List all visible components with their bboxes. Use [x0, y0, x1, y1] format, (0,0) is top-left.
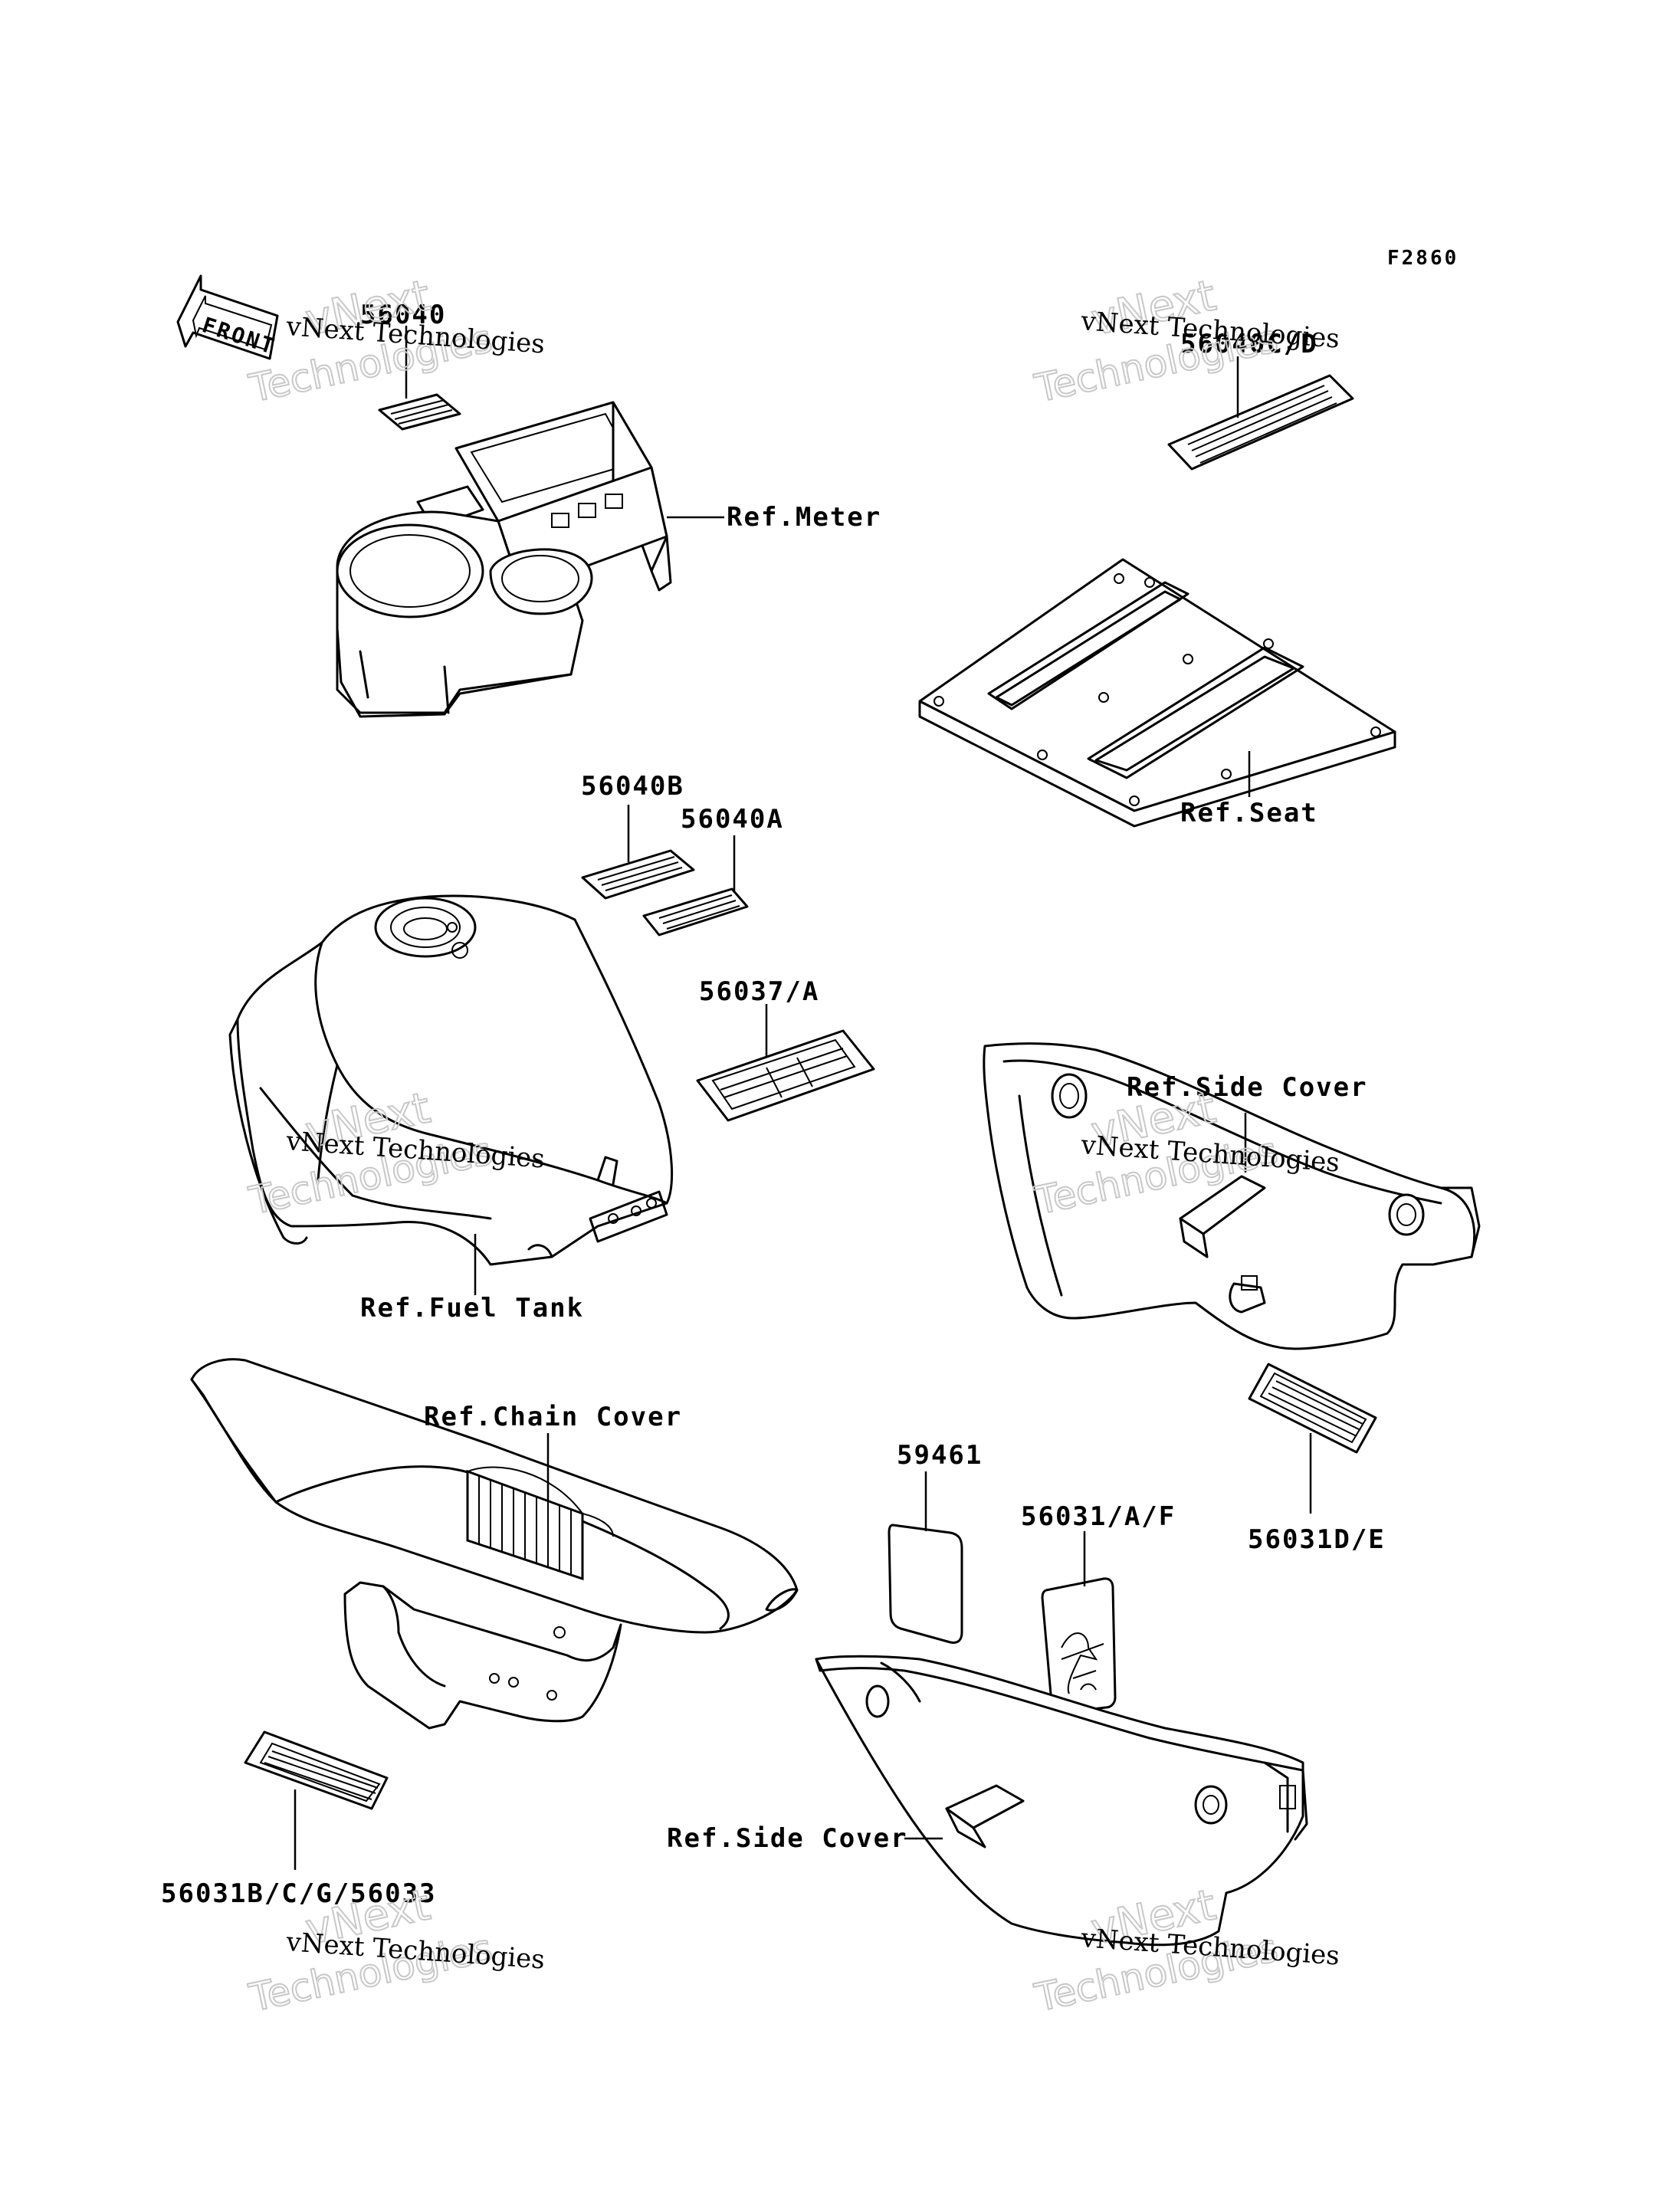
decal-56040 [378, 393, 461, 431]
part-label-56031bcg-56033: 56031B/C/G/56033 [161, 1878, 437, 1909]
part-label-56040cd: 56040C/D [1180, 329, 1318, 359]
part-label-59461: 59461 [897, 1440, 983, 1471]
ref-side-cover-left-label: Ref.Side Cover [667, 1823, 908, 1854]
side-cover-right [983, 1042, 1481, 1350]
decal-56040a [642, 887, 749, 936]
decal-56040cd [1167, 374, 1354, 471]
decal-56037a [696, 1029, 875, 1122]
part-label-56031de: 56031D/E [1248, 1524, 1386, 1555]
part-label-56040: 56040 [360, 300, 446, 330]
chain-cover [190, 1358, 799, 1730]
figure-code: F2860 [1387, 247, 1459, 270]
ref-meter-label: Ref.Meter [727, 502, 881, 533]
ref-chain-cover-label: Ref.Chain Cover [424, 1402, 682, 1432]
decal-56031af [1041, 1577, 1117, 1714]
seat-base [918, 558, 1396, 828]
fuel-tank [228, 894, 674, 1266]
side-cover-left [815, 1655, 1308, 1947]
decal-56040b [581, 849, 695, 900]
part-label-56040b: 56040B [581, 771, 684, 802]
meter-assembly [336, 401, 672, 718]
part-label-56031af: 56031/A/F [1021, 1501, 1176, 1532]
part-label-56037a: 56037/A [699, 976, 819, 1007]
decal-56031bcg-56033 [244, 1730, 389, 1810]
ref-fuel-tank-label: Ref.Fuel Tank [360, 1293, 584, 1324]
front-arrow-icon: FRONT [176, 274, 279, 360]
ref-side-cover-right-label: Ref.Side Cover [1127, 1072, 1368, 1103]
decal-59461 [888, 1524, 963, 1644]
part-label-56040a: 56040A [681, 804, 784, 835]
decal-56031de [1248, 1363, 1377, 1454]
ref-seat-label: Ref.Seat [1180, 798, 1318, 828]
